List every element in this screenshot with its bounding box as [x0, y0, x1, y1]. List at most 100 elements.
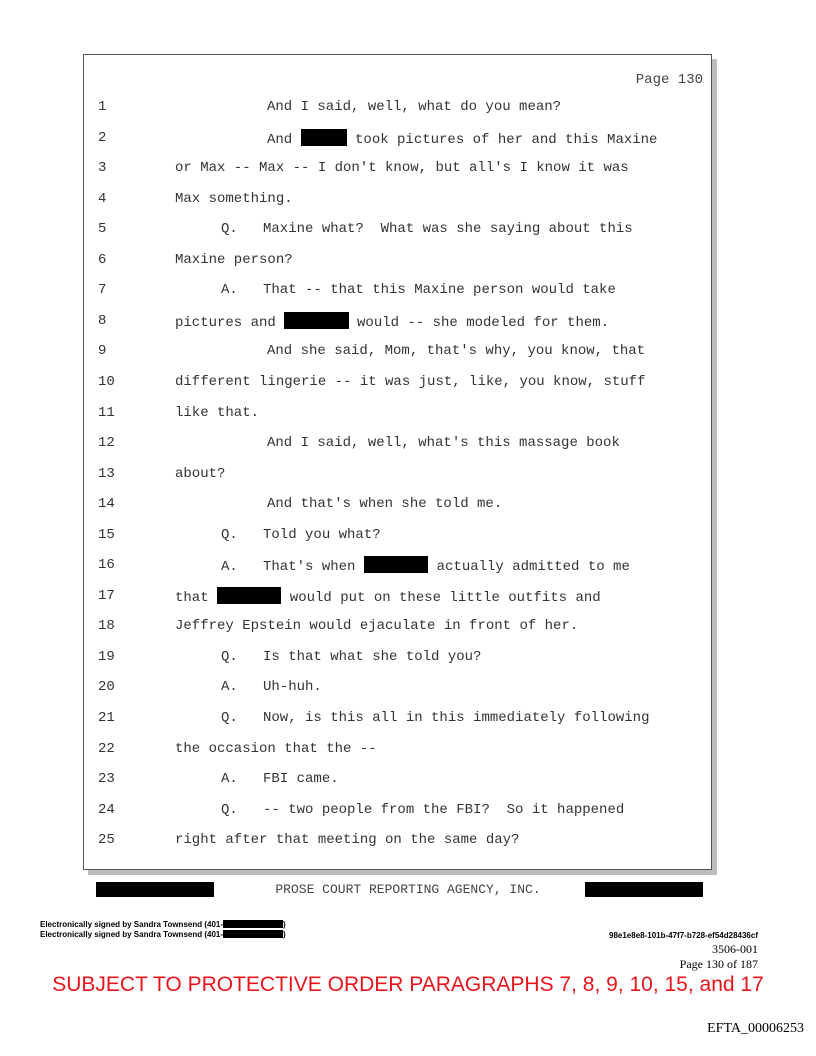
text-segment: pictures and [175, 314, 285, 331]
line-text: like that. [175, 404, 259, 422]
line-number: 14 [98, 496, 115, 513]
line-number: 25 [98, 832, 115, 849]
text-segment: A. That -- that this Maxine person would… [221, 282, 616, 299]
line-text: A. That's when actually admitted to me [221, 556, 630, 576]
line-number: 6 [98, 251, 107, 268]
line-number: 3 [98, 160, 107, 177]
line-text: A. FBI came. [221, 770, 339, 788]
transcript-page: Page 130 1 And I said, well, what do you … [83, 54, 712, 870]
line-number: 11 [98, 404, 115, 421]
line-number: 20 [98, 679, 115, 696]
text-segment: took pictures of her and this Maxine [346, 131, 658, 148]
text-segment: A. FBI came. [221, 771, 339, 788]
line-number: 16 [98, 557, 115, 574]
signature-hash: 98e1e8e8-101b-47f7-b728-ef54d28436cf [609, 931, 758, 940]
document-number: 3506-001 [712, 942, 758, 956]
redaction-box [96, 882, 214, 897]
signature-text: Electronically signed by Sandra Townsend… [40, 930, 224, 939]
line-text: Maxine person? [175, 251, 293, 269]
text-segment: right after that meeting on the same day… [175, 832, 520, 849]
text-segment: about? [175, 465, 226, 482]
line-text: the occasion that the -- [175, 740, 377, 758]
line-number: 24 [98, 801, 115, 818]
line-text: different lingerie -- it was just, like,… [175, 373, 645, 391]
signature-suffix: ) [283, 930, 286, 939]
text-segment: A. Uh-huh. [221, 679, 322, 696]
text-segment: Max something. [175, 190, 293, 207]
line-text: A. That -- that this Maxine person would… [221, 281, 616, 299]
text-segment: And she said, Mom, that's why, you know,… [267, 343, 646, 360]
line-text: A. Uh-huh. [221, 678, 322, 696]
line-number: 23 [98, 771, 115, 788]
agency-footer: PROSE COURT REPORTING AGENCY, INC. [275, 882, 541, 897]
line-number: 19 [98, 648, 115, 665]
signature-text: Electronically signed by Sandra Townsend… [40, 920, 224, 929]
bates-number: EFTA_00006253 [707, 1021, 804, 1036]
redaction-box [217, 586, 282, 604]
line-text: Q. -- two people from the FBI? So it hap… [221, 801, 624, 819]
line-number: 22 [98, 740, 115, 757]
signature-line: Electronically signed by Sandra Townsend… [40, 920, 286, 929]
line-text: Q. Now, is this all in this immediately … [221, 709, 649, 727]
text-segment: Q. Is that what she told you? [221, 648, 482, 665]
text-segment: A. That's when [221, 559, 364, 576]
line-number: 21 [98, 710, 115, 726]
line-text: or Max -- Max -- I don't know, but all's… [175, 159, 629, 177]
redaction-box [585, 882, 703, 897]
line-number: 17 [98, 587, 115, 604]
line-text: that would put on these little outfits a… [175, 586, 601, 607]
line-text: And she said, Mom, that's why, you know,… [267, 342, 645, 360]
line-text: Q. Is that what she told you? [221, 648, 481, 666]
text-segment: the occasion that the -- [175, 740, 377, 757]
redaction-box [300, 128, 347, 146]
page-count: Page 130 of 187 [679, 957, 758, 971]
line-number: 12 [98, 435, 115, 452]
line-text: about? [175, 465, 225, 483]
page-header: Page 130 [635, 72, 703, 88]
text-segment: And [267, 131, 301, 148]
text-segment: different lingerie -- it was just, like,… [175, 373, 646, 390]
line-number: 2 [98, 129, 107, 146]
signature-suffix: ) [283, 920, 286, 929]
redaction-box [223, 930, 284, 938]
line-text: Max something. [175, 190, 293, 208]
protective-order-notice: SUBJECT TO PROTECTIVE ORDER PARAGRAPHS 7… [52, 973, 764, 996]
text-segment: that [175, 589, 218, 606]
signature-line: Electronically signed by Sandra Townsend… [40, 930, 286, 939]
line-number: 9 [98, 343, 107, 360]
line-number: 8 [98, 312, 107, 329]
line-text: Q. Told you what? [221, 526, 381, 544]
line-text: Jeffrey Epstein would ejaculate in front… [175, 617, 578, 635]
text-segment: And that's when she told me. [267, 496, 503, 513]
text-segment: Q. Now, is this all in this immediately … [221, 710, 650, 726]
line-number: 13 [98, 465, 115, 482]
line-number: 1 [98, 99, 107, 115]
text-segment: like that. [175, 404, 260, 421]
line-text: And that's when she told me. [267, 495, 502, 513]
line-text: right after that meeting on the same day… [175, 831, 519, 849]
text-segment: Q. -- two people from the FBI? So it hap… [221, 801, 625, 818]
text-segment: And I said, well, what do you mean? [267, 99, 562, 115]
line-number: 4 [98, 190, 107, 207]
line-text: And I said, well, what do you mean? [267, 98, 561, 116]
line-number: 15 [98, 526, 115, 543]
line-number: 10 [98, 373, 115, 390]
line-text: And I said, well, what's this massage bo… [267, 434, 620, 452]
line-text: pictures and would -- she modeled for th… [175, 311, 610, 332]
text-segment: Maxine person? [175, 251, 293, 268]
redaction-box [363, 556, 429, 574]
text-segment: Q. Told you what? [221, 526, 381, 543]
text-segment: would put on these little outfits and [281, 589, 601, 606]
redaction-box [284, 311, 349, 329]
line-number: 5 [98, 221, 107, 238]
text-segment: actually admitted to me [428, 559, 630, 576]
text-segment: would -- she modeled for them. [348, 314, 610, 331]
line-number: 18 [98, 618, 115, 635]
text-segment: And I said, well, what's this massage bo… [267, 435, 620, 452]
line-text: Q. Maxine what? What was she saying abou… [221, 220, 633, 238]
line-number: 7 [98, 282, 107, 299]
line-text: And took pictures of her and this Maxine [267, 128, 658, 149]
text-segment: Q. Maxine what? What was she saying abou… [221, 221, 633, 238]
text-segment: Jeffrey Epstein would ejaculate in front… [175, 618, 579, 635]
text-segment: or Max -- Max -- I don't know, but all's… [175, 160, 629, 177]
